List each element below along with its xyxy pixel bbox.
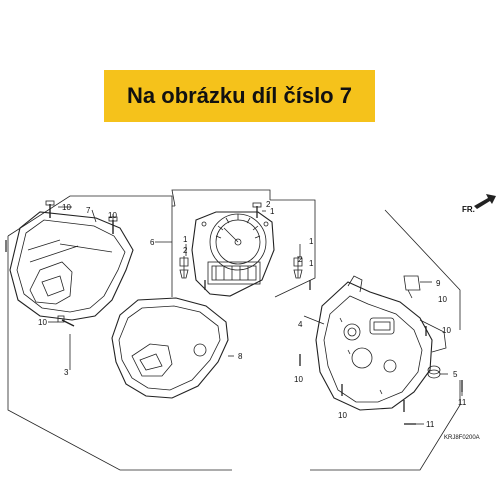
assembly-frame-bottom-right xyxy=(310,380,461,471)
callout-10-c: 10 xyxy=(38,318,47,327)
part-4-meter-housing xyxy=(315,275,447,411)
assembly-frame-right xyxy=(384,209,461,330)
callout-2-a: 2 xyxy=(183,246,188,255)
part-6-speedometer xyxy=(191,211,275,297)
screw-2-top xyxy=(252,202,262,218)
callout-5: 5 xyxy=(453,370,458,379)
leader-7 xyxy=(91,209,97,223)
callout-11-a: 11 xyxy=(458,398,467,407)
meter-frame-top xyxy=(171,189,271,207)
callout-10-a: 10 xyxy=(62,203,71,212)
callout-4: 4 xyxy=(298,320,303,329)
callout-10-g: 10 xyxy=(338,411,347,420)
banner-text: Na obrázku díl číslo 7 xyxy=(127,83,352,108)
callout-3: 3 xyxy=(64,368,69,377)
diagram-code: KRJ8F0200A xyxy=(444,435,480,441)
callout-10-f: 10 xyxy=(294,375,303,384)
part-8-meter-panel xyxy=(111,297,229,399)
callout-9: 9 xyxy=(436,279,441,288)
front-arrow-icon xyxy=(474,194,496,209)
part-9-clip xyxy=(403,275,421,299)
part-number-banner: Na obrázku díl číslo 7 xyxy=(104,70,375,122)
callout-1-b: 1 xyxy=(270,207,275,216)
callout-10-e: 10 xyxy=(442,326,451,335)
callout-2-b: 2 xyxy=(266,200,271,209)
callout-10-b: 10 xyxy=(108,211,117,220)
callout-8: 8 xyxy=(238,352,243,361)
callout-6: 6 xyxy=(150,238,155,247)
callout-1-d: 1 xyxy=(309,259,314,268)
screw-10-left xyxy=(57,315,75,327)
callout-11-b: 11 xyxy=(426,420,435,429)
callout-1-a: 1 xyxy=(183,235,188,244)
screw-10-top-left xyxy=(45,200,55,218)
front-direction-label: FR. xyxy=(462,205,475,214)
callout-2-c: 2 xyxy=(298,255,303,264)
assembly-frame-top-left xyxy=(7,195,175,237)
bracket-1-right xyxy=(293,256,303,279)
meter-frame-right xyxy=(270,199,316,298)
leader-4 xyxy=(303,315,325,325)
callout-10-d: 10 xyxy=(438,295,447,304)
callout-1-c: 1 xyxy=(309,237,314,246)
callout-7: 7 xyxy=(86,206,91,215)
bracket-1-left xyxy=(179,256,189,279)
part-7-meter-case xyxy=(9,211,134,321)
assembly-frame-bottom-left xyxy=(7,236,232,471)
